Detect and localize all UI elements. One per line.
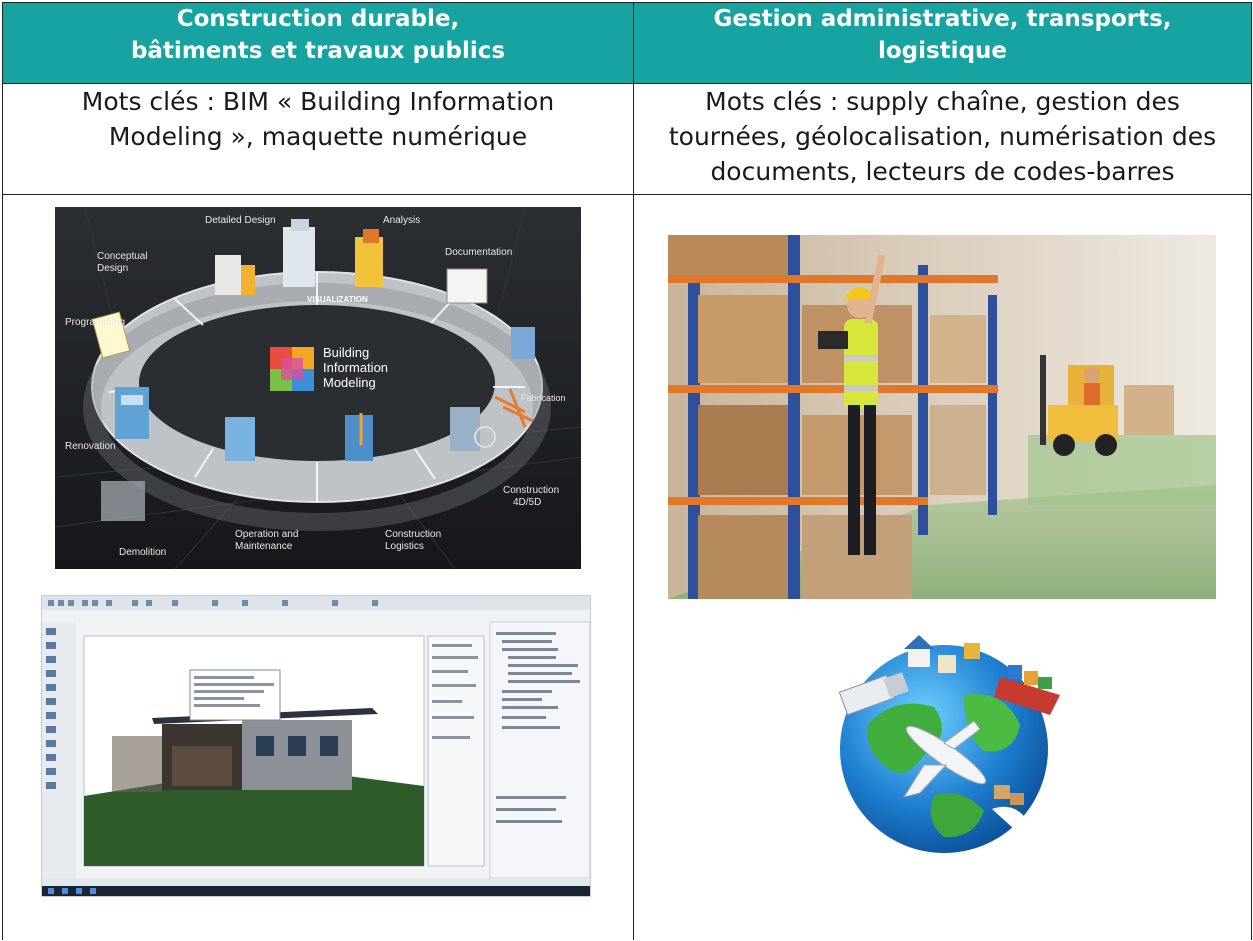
- header-logistics-line1: Gestion administrative, transports,: [713, 6, 1172, 32]
- images-logistics: [633, 194, 1252, 940]
- header-construction: Construction durable, bâtiments et trava…: [2, 2, 634, 84]
- keywords-logistics-line3: documents, lecteurs de codes-barres: [710, 157, 1175, 186]
- stage-logistics-line1: Construction: [385, 529, 441, 540]
- warehouse-photo: [668, 235, 1216, 599]
- airplane-icon: [902, 720, 987, 798]
- boxes-icon: [992, 785, 1028, 829]
- stage-operation-line2: Maintenance: [235, 541, 293, 552]
- header-construction-line2: bâtiments et travaux publics: [130, 38, 506, 64]
- keywords-row: Mots clés : BIM « Building Information M…: [2, 83, 1252, 195]
- stage-detailed-design: Detailed Design: [205, 215, 276, 226]
- forklift: [1040, 355, 1174, 456]
- stage-analysis: Analysis: [383, 215, 420, 226]
- stage-demolition: Demolition: [119, 547, 166, 558]
- bim-diagram-image: VISUALIZATION Building Information Model…: [55, 207, 581, 569]
- ring-title: VISUALIZATION: [307, 295, 368, 304]
- bim-software-screenshot: [41, 595, 591, 897]
- stage-construction-line1: Construction: [503, 485, 559, 496]
- header-logistics: Gestion administrative, transports, logi…: [633, 2, 1252, 84]
- header-logistics-line2: logistique: [877, 38, 1008, 64]
- keywords-logistics: Mots clés : supply chaîne, gestion des t…: [633, 83, 1252, 195]
- keywords-construction: Mots clés : BIM « Building Information M…: [2, 83, 634, 195]
- stage-conceptual-line1: Conceptual: [97, 251, 148, 262]
- bim-center-line1: Building: [323, 345, 369, 360]
- header-row: Construction durable, bâtiments et trava…: [2, 2, 1252, 84]
- stage-operation-line1: Operation and: [235, 529, 298, 540]
- ship-icon: [994, 665, 1060, 715]
- keywords-logistics-line1: Mots clés : supply chaîne, gestion des: [705, 87, 1180, 116]
- building-models: [91, 219, 535, 521]
- stage-logistics-line2: Logistics: [385, 541, 424, 552]
- bim-center-line3: Modeling: [323, 375, 376, 390]
- keywords-logistics-line2: tournées, géolocalisation, numérisation …: [668, 122, 1217, 151]
- keywords-construction-line2: Modeling », maquette numérique: [108, 122, 528, 151]
- stage-fabrication: Fabrication: [521, 393, 566, 403]
- truck-icon: [838, 672, 909, 716]
- stage-renovation: Renovation: [65, 441, 116, 452]
- stage-documentation: Documentation: [445, 247, 512, 258]
- stage-conceptual-line2: Design: [97, 263, 128, 274]
- bim-center-line2: Information: [323, 360, 388, 375]
- globe-transport-image: [824, 625, 1064, 859]
- keywords-construction-line1: Mots clés : BIM « Building Information: [81, 87, 555, 116]
- images-construction: VISUALIZATION Building Information Model…: [2, 194, 634, 940]
- worker-figure: [818, 254, 886, 555]
- houses-icon: [904, 635, 980, 673]
- stage-programming: Programming: [65, 317, 125, 328]
- stage-construction-line2: 4D/5D: [513, 497, 541, 508]
- images-row: VISUALIZATION Building Information Model…: [2, 194, 1252, 940]
- header-construction-line1: Construction durable,: [176, 6, 460, 32]
